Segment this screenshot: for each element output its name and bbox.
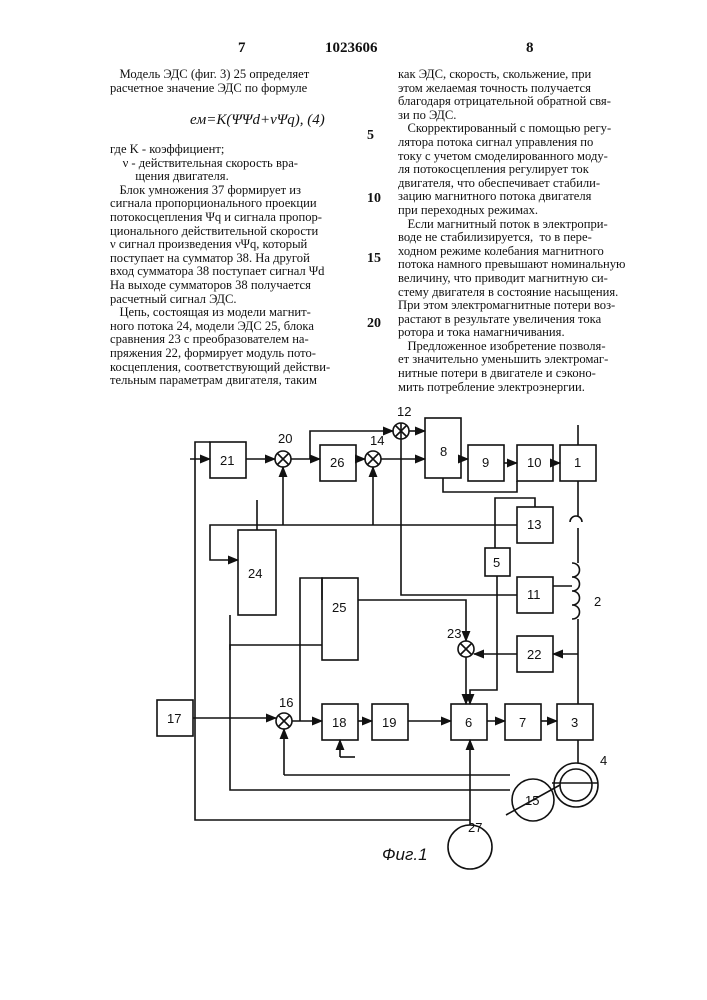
label-23: 23 [447, 626, 461, 641]
label-13: 13 [527, 517, 541, 532]
label-20: 20 [278, 431, 292, 446]
label-21: 21 [220, 453, 234, 468]
label-25: 25 [332, 600, 346, 615]
label-3: 3 [571, 715, 578, 730]
summator-20 [275, 451, 291, 467]
label-27: 27 [468, 820, 482, 835]
label-5: 5 [493, 555, 500, 570]
label-8: 8 [440, 444, 447, 459]
label-9: 9 [482, 455, 489, 470]
label-24: 24 [248, 566, 262, 581]
label-26: 26 [330, 455, 344, 470]
label-17: 17 [167, 711, 181, 726]
label-22: 22 [527, 647, 541, 662]
summator-14 [365, 451, 381, 467]
label-18: 18 [332, 715, 346, 730]
label-19: 19 [382, 715, 396, 730]
coil-2 [572, 563, 580, 619]
label-6: 6 [465, 715, 472, 730]
label-16: 16 [279, 695, 293, 710]
label-11: 11 [527, 587, 541, 602]
block-25 [322, 578, 358, 660]
label-10: 10 [527, 455, 541, 470]
label-1: 1 [574, 455, 581, 470]
figure-caption: Фиг.1 [382, 845, 428, 864]
label-15: 15 [525, 793, 539, 808]
label-14: 14 [370, 433, 384, 448]
label-12: 12 [397, 404, 411, 419]
label-4: 4 [600, 753, 607, 768]
label-7: 7 [519, 715, 526, 730]
summator-23 [458, 641, 474, 657]
summator-16 [276, 713, 292, 729]
label-2: 2 [594, 594, 601, 609]
